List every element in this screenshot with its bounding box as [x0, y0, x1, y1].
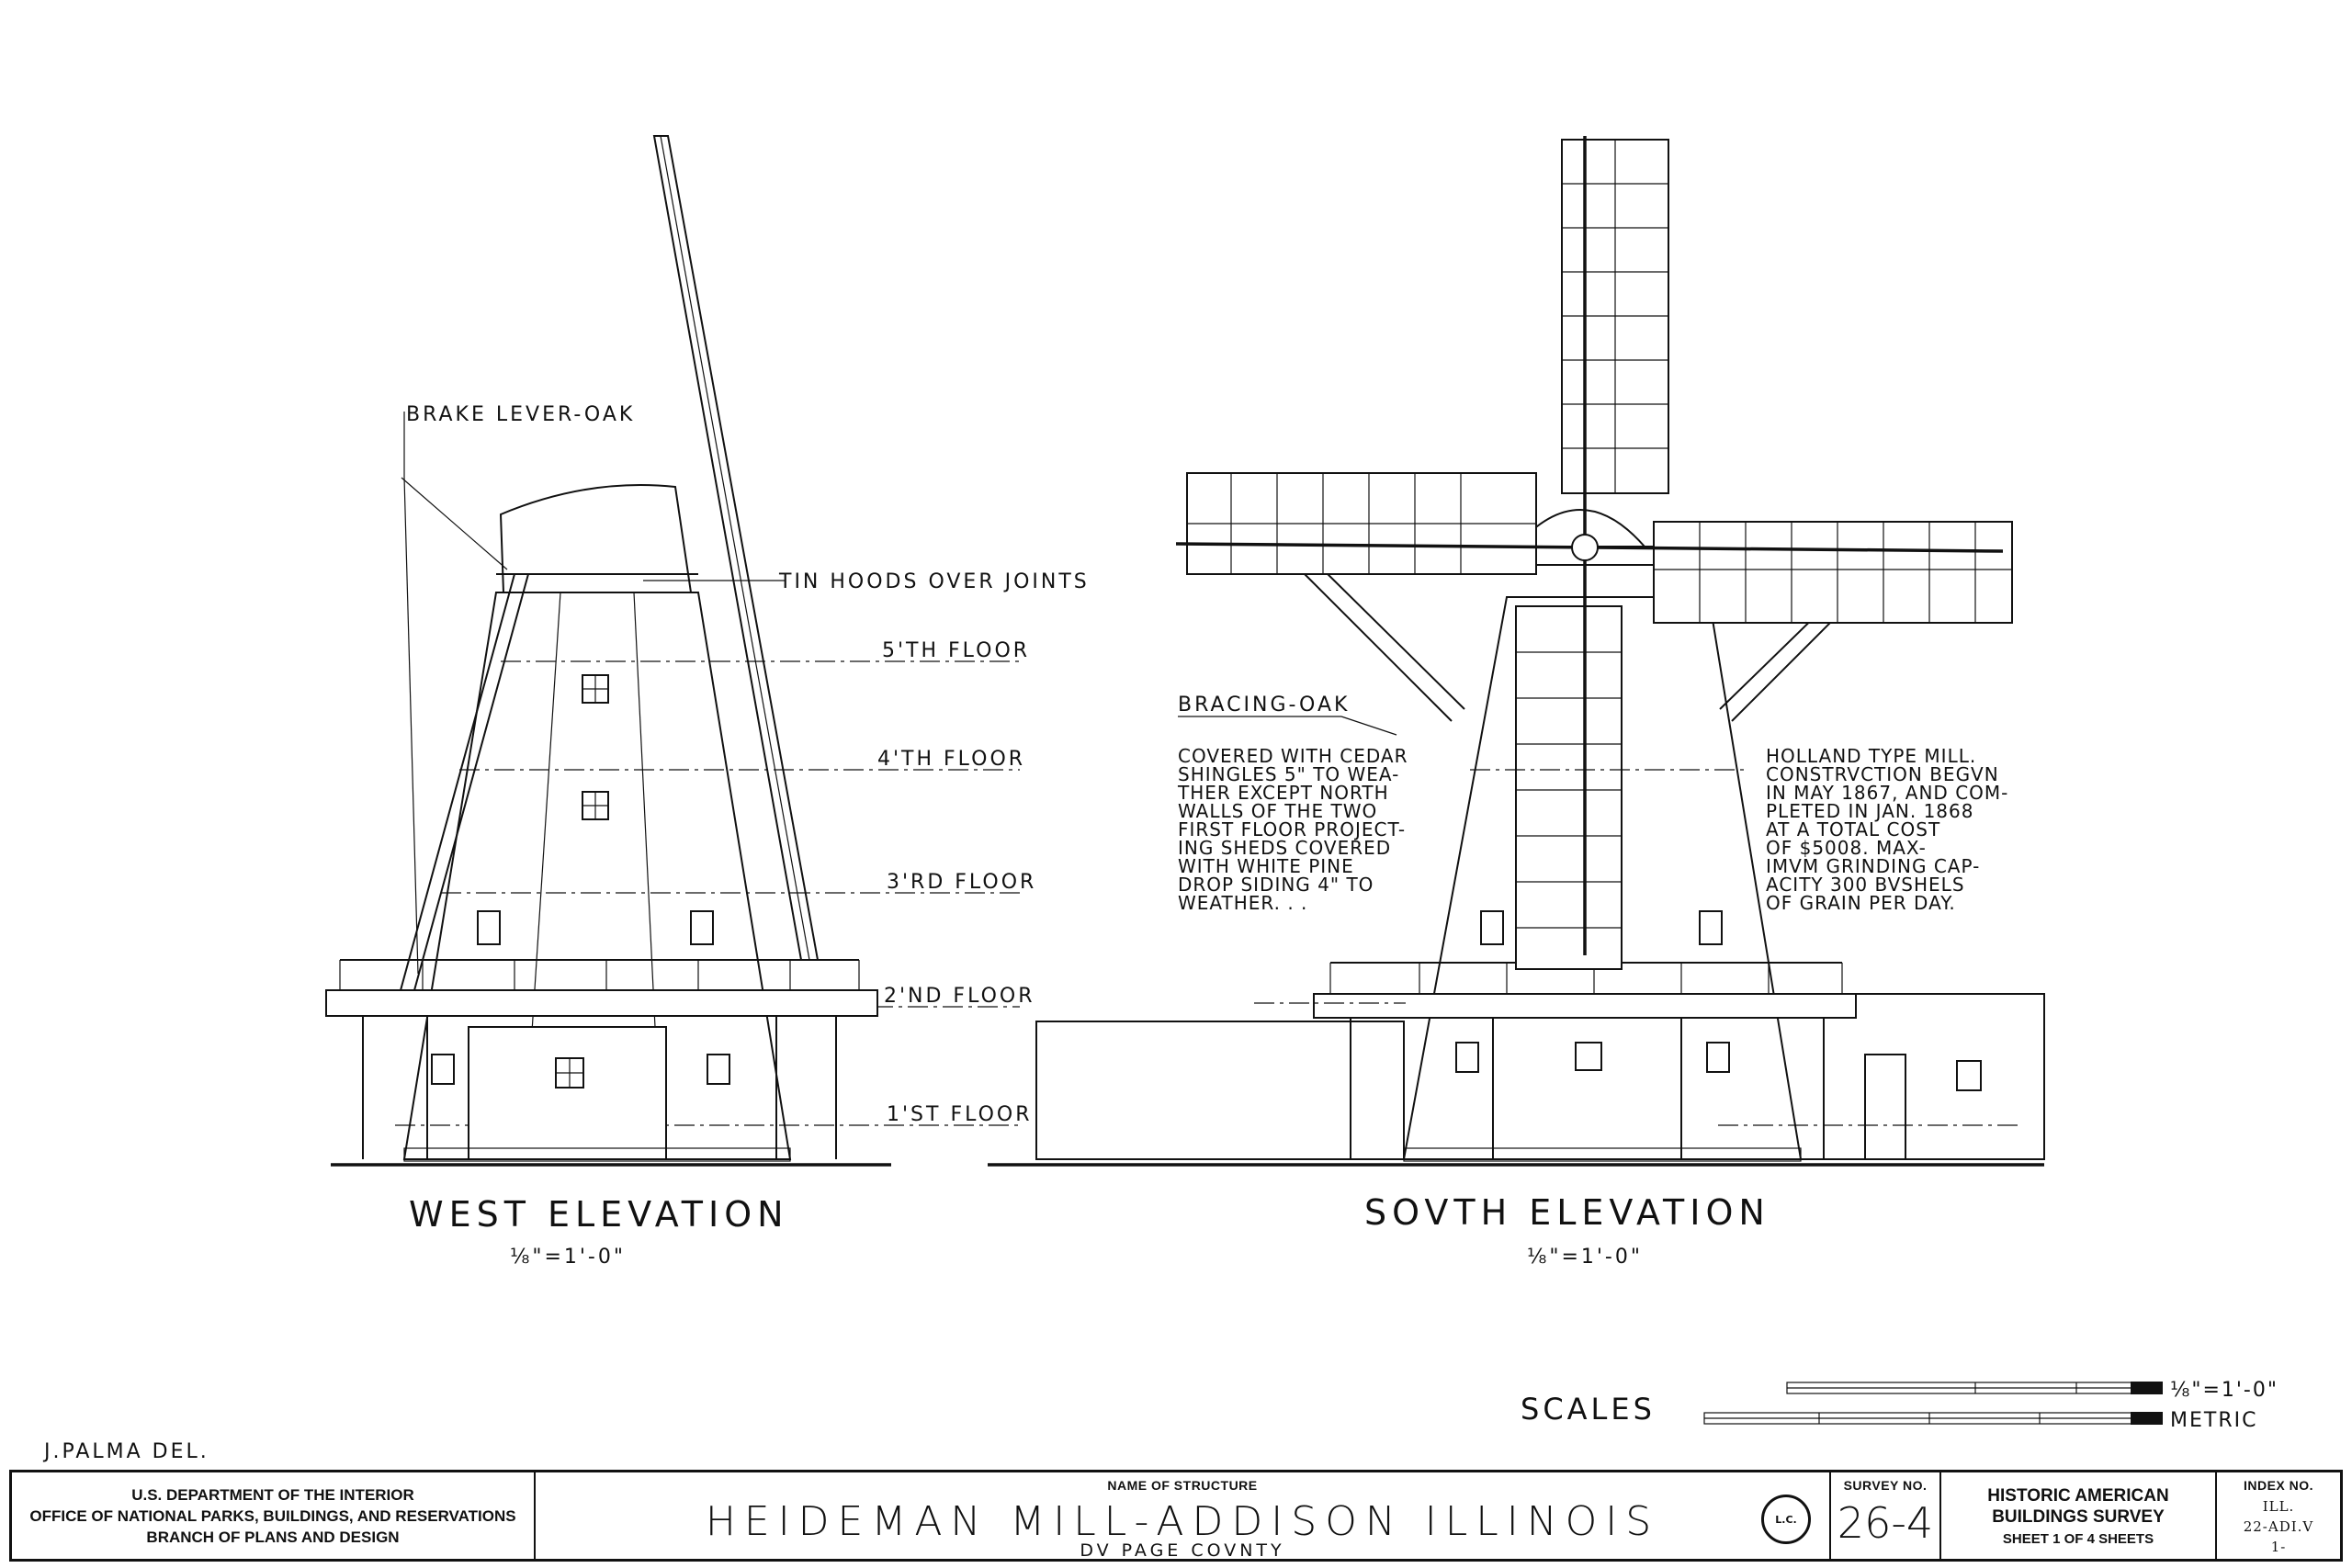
name-caption: NAME OF STRUCTURE [1107, 1478, 1258, 1493]
delineator-credit: J.PALMA DEL. [44, 1440, 209, 1463]
scale-bars [1703, 1382, 2163, 1425]
note-right-line-5: AT A TOTAL COST [1766, 818, 1940, 840]
note-construction-materials: COVERED WITH CEDAR SHINGLES 5" TO WEA- T… [1177, 745, 1408, 914]
note-right-line-4: PLETED IN JAN. 1868 [1766, 800, 1973, 822]
note-right-line-9: OF GRAIN PER DAY. [1766, 892, 1956, 914]
index-caption: INDEX NO. [2243, 1478, 2314, 1493]
note-right-line-8: ACITY 300 BVSHELS [1766, 874, 1965, 896]
note-left-line-1: COVERED WITH CEDAR [1178, 745, 1408, 767]
structure-name: HEIDEMAN MILL-ADDISON ILLINOIS [705, 1498, 1660, 1545]
label-west-floor-3: 3'RD FLOOR [887, 871, 1036, 894]
survey-caption: SURVEY NO. [1843, 1478, 1928, 1493]
survey-number-cell: SURVEY NO. 26-4 [1831, 1472, 1941, 1559]
habs-line-1: HISTORIC AMERICAN [1987, 1485, 2169, 1506]
agency-line-2: OFFICE OF NATIONAL PARKS, BUILDINGS, AND… [29, 1506, 516, 1525]
habs-line-2: BUILDINGS SURVEY [1992, 1506, 2165, 1527]
sheet-count: SHEET 1 OF 4 SHEETS [2002, 1530, 2154, 1547]
note-left-line-8: DROP SIDING 4" TO [1178, 874, 1374, 896]
label-west-floor-4: 4'TH FLOOR [877, 748, 1025, 771]
label-brake-lever: BRAKE LEVER-OAK [406, 403, 635, 426]
south-elevation-scale: ⅛"=1'-0" [1527, 1246, 1643, 1269]
survey-number: 26-4 [1837, 1498, 1934, 1548]
habs-cell: HISTORIC AMERICAN BUILDINGS SURVEY SHEET… [1941, 1472, 2217, 1559]
label-west-floor-5: 5'TH FLOOR [882, 639, 1030, 662]
note-right-line-7: IMVM GRINDING CAP- [1766, 855, 1980, 877]
county-name: DV PAGE COVNTY [1080, 1540, 1285, 1561]
agency-line-1: U.S. DEPARTMENT OF THE INTERIOR [131, 1485, 414, 1504]
note-left-line-4: WALLS OF THE TWO [1178, 800, 1377, 822]
west-elevation-title: WEST ELEVATION [409, 1194, 789, 1235]
index-line-3: 1- [2270, 1539, 2287, 1555]
title-block: U.S. DEPARTMENT OF THE INTERIOR OFFICE O… [9, 1470, 2343, 1562]
seal-text: L.C. [1775, 1513, 1797, 1526]
note-right-line-3: IN MAY 1867, AND COM- [1766, 782, 2008, 804]
label-tin-hoods: TIN HOODS OVER JOINTS [778, 570, 1090, 593]
structure-name-cell: NAME OF STRUCTURE HEIDEMAN MILL-ADDISON … [536, 1472, 1831, 1561]
note-right-line-1: HOLLAND TYPE MILL. [1766, 745, 1976, 767]
note-right-line-6: OF $5008. MAX- [1766, 837, 1927, 859]
note-left-line-7: WITH WHITE PINE [1178, 855, 1354, 877]
note-left-line-6: ING SHEDS COVERED [1178, 837, 1391, 859]
note-left-line-3: THER EXCEPT NORTH [1177, 782, 1389, 804]
index-line-2: 22-ADI.V [2243, 1518, 2314, 1535]
agency-cell: U.S. DEPARTMENT OF THE INTERIOR OFFICE O… [12, 1472, 536, 1559]
south-elevation-title: SOVTH ELEVATION [1364, 1192, 1770, 1233]
label-west-floor-2: 2'ND FLOOR [884, 985, 1035, 1008]
west-elevation-scale: ⅛"=1'-0" [510, 1246, 626, 1269]
note-left-line-9: WEATHER. . . [1178, 892, 1307, 914]
note-right-line-2: CONSTRVCTION BEGVN [1766, 763, 1999, 785]
label-west-floor-1: 1'ST FLOOR [887, 1103, 1033, 1126]
scale-metric-label: METRIC [2170, 1409, 2257, 1432]
index-line-1: ILL. [2262, 1498, 2295, 1515]
west-elevation-drawing [325, 135, 1020, 1167]
note-mill-history: HOLLAND TYPE MILL. CONSTRVCTION BEGVN IN… [1766, 745, 2008, 914]
library-of-congress-seal-icon: L.C. [1761, 1495, 1811, 1544]
scale-imperial-label: ⅛"=1'-0" [2170, 1379, 2278, 1402]
label-bracing-oak: BRACING-OAK [1178, 694, 1350, 716]
note-left-line-5: FIRST FLOOR PROJECT- [1178, 818, 1406, 840]
scales-title: SCALES [1521, 1392, 1656, 1427]
note-left-line-2: SHINGLES 5" TO WEA- [1178, 763, 1399, 785]
south-elevation-drawing [988, 136, 2045, 1167]
agency-line-3: BRANCH OF PLANS AND DESIGN [146, 1528, 400, 1546]
index-number-cell: INDEX NO. ILL. 22-ADI.V 1- [2217, 1472, 2340, 1559]
